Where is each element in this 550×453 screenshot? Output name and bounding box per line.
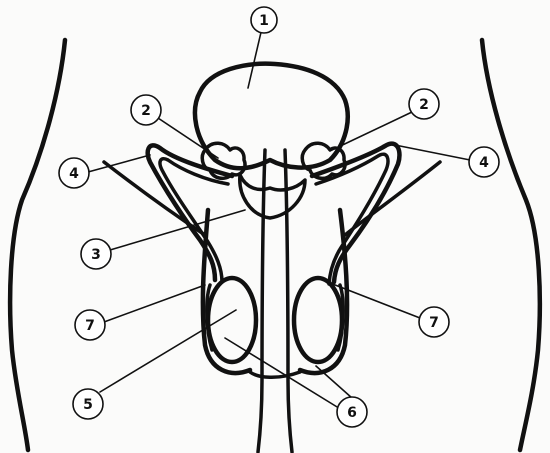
urethra-right <box>285 150 292 452</box>
callout-6: 6 <box>337 397 367 427</box>
callout-7-left: 7 <box>75 310 105 340</box>
leader-6b <box>316 366 352 398</box>
callout-7-right: 7 <box>419 307 449 337</box>
callout-3: 3 <box>81 239 111 269</box>
body-outline-left <box>10 40 65 450</box>
svg-text:3: 3 <box>91 247 101 263</box>
svg-text:7: 7 <box>85 318 95 334</box>
callout-5: 5 <box>73 389 103 419</box>
svg-text:2: 2 <box>141 103 151 119</box>
leader-7-left <box>104 285 205 322</box>
svg-text:6: 6 <box>347 405 357 421</box>
callout-2-right: 2 <box>409 89 439 119</box>
svg-text:5: 5 <box>83 397 93 413</box>
bladder <box>195 64 348 169</box>
callout-2-left: 2 <box>131 95 161 125</box>
svg-text:4: 4 <box>69 166 79 182</box>
callout-4-left: 4 <box>59 158 89 188</box>
leader-1 <box>248 28 262 88</box>
leader-4-left <box>88 155 150 172</box>
urethra-left <box>258 150 265 452</box>
testis-left <box>208 278 256 362</box>
leader-4-right <box>395 145 470 160</box>
svg-text:1: 1 <box>259 13 269 29</box>
testis-right <box>294 278 342 362</box>
callout-1: 1 <box>251 7 277 33</box>
svg-text:4: 4 <box>479 155 489 171</box>
prostate <box>240 175 305 218</box>
callout-4-right: 4 <box>469 147 499 177</box>
penis-bottom <box>250 372 300 377</box>
svg-text:7: 7 <box>429 315 439 331</box>
svg-text:2: 2 <box>419 97 429 113</box>
body-outline-right <box>482 40 540 450</box>
vas-deferens-right-inner <box>316 154 388 284</box>
